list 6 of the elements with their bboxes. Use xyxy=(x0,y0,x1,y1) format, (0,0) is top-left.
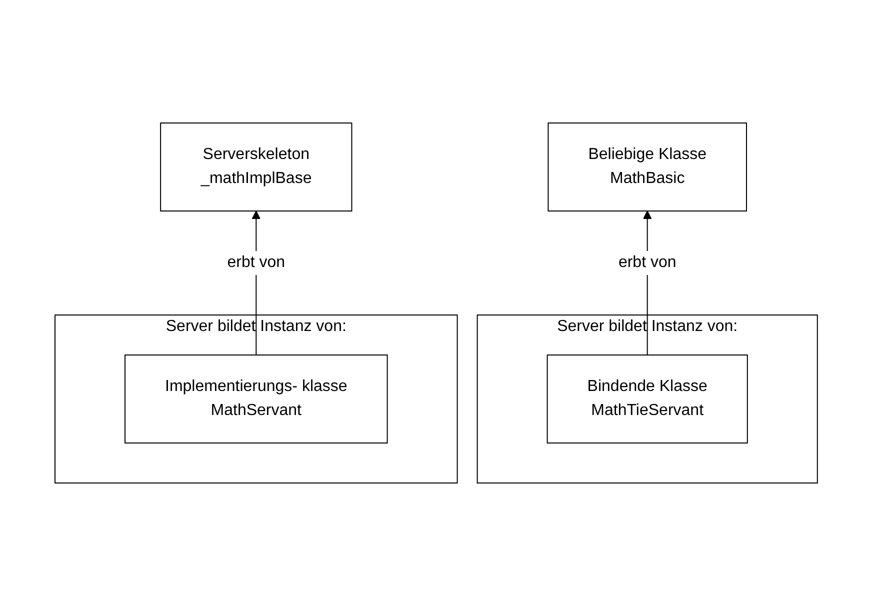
edge-label: erbt von xyxy=(618,254,676,271)
edge-label: erbt von xyxy=(227,254,285,271)
node-box: Bindende Klasse MathTieServant xyxy=(546,354,748,444)
node-box: Beliebige Klasse MathBasic xyxy=(548,122,747,212)
node-box: Serverskeleton _mathImplBase xyxy=(160,122,352,212)
node-box: Implementierungs- klasse MathServant xyxy=(124,354,388,444)
